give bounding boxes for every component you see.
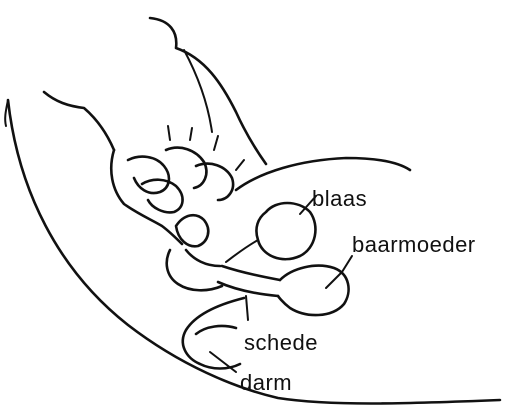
vagina-pointer bbox=[246, 296, 248, 320]
label-blaas: blaas bbox=[312, 186, 367, 211]
arm-outline-upper bbox=[150, 18, 266, 164]
vagina-lower bbox=[218, 282, 278, 296]
bowel-inner bbox=[196, 326, 236, 334]
uterus bbox=[278, 266, 349, 315]
label-schede: schede bbox=[244, 330, 318, 355]
vagina-upper bbox=[222, 266, 280, 280]
sleeve-crease bbox=[184, 50, 212, 132]
labia-outer bbox=[167, 250, 222, 290]
bowel-outer bbox=[183, 298, 244, 369]
hand-outline bbox=[111, 150, 182, 244]
label-baarmoeder: baarmoeder bbox=[352, 232, 476, 257]
finger-2 bbox=[142, 180, 183, 213]
bladder bbox=[256, 203, 315, 259]
label-darm: darm bbox=[240, 370, 292, 395]
labia-inner bbox=[186, 250, 220, 266]
finger-1 bbox=[128, 157, 169, 193]
body-outline-top bbox=[5, 100, 8, 126]
arm-outline-lower bbox=[44, 92, 114, 150]
urethra bbox=[226, 240, 258, 262]
finger-4 bbox=[196, 164, 233, 200]
